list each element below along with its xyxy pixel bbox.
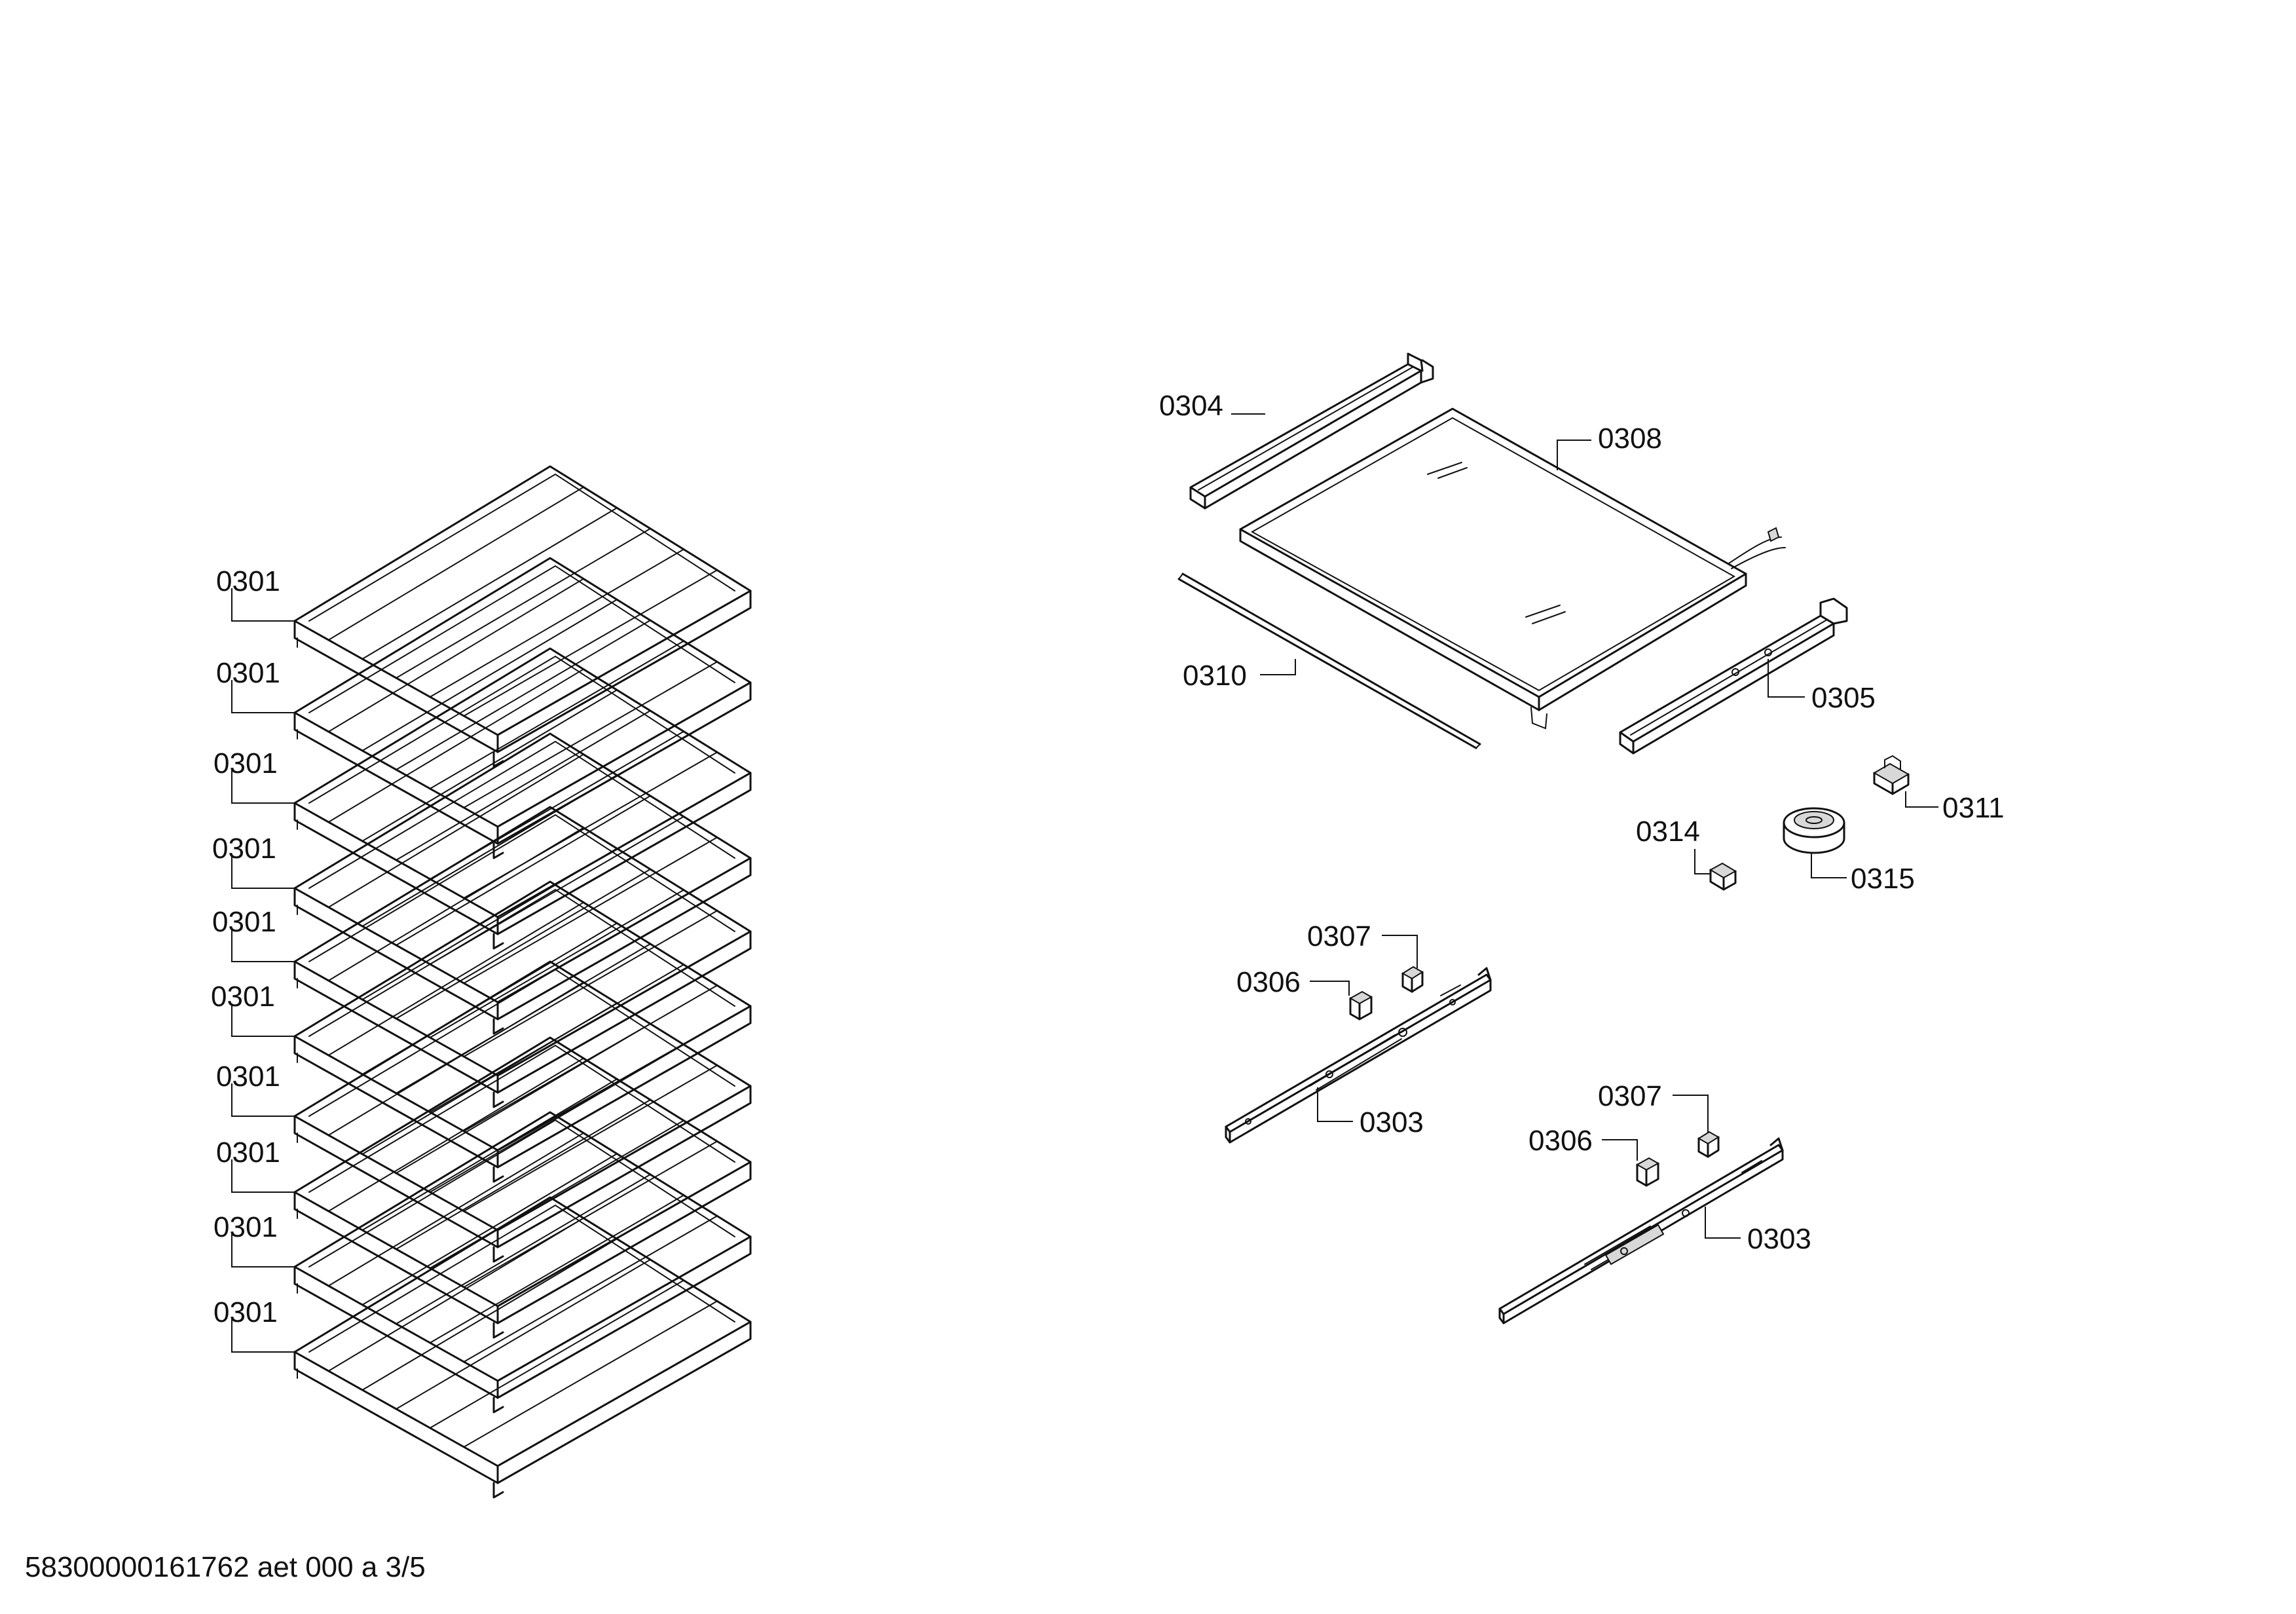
callout-0315: 0315 <box>1851 863 1915 895</box>
callout-0301-10: 0301 <box>213 1296 278 1328</box>
callout-0303-lower: 0303 <box>1747 1223 1811 1255</box>
shelf-6 <box>231 880 752 1183</box>
callout-0304: 0304 <box>1159 390 1223 422</box>
document-id-footer: 58300000161762 aet 000 a 3/5 <box>25 1551 426 1583</box>
shelf-9 <box>231 1111 752 1414</box>
glass-plate-part <box>1239 407 1786 730</box>
callout-0301-5: 0301 <box>212 906 276 938</box>
callout-0301-9: 0301 <box>213 1211 278 1243</box>
fan-part <box>1783 807 1847 878</box>
shelf-10 <box>231 1196 752 1499</box>
callout-0314: 0314 <box>1636 816 1700 848</box>
switch-part <box>1694 849 1737 891</box>
callout-0306-lower: 0306 <box>1528 1125 1593 1157</box>
callout-0301-8: 0301 <box>216 1136 280 1169</box>
callout-0307-lower: 0307 <box>1598 1080 1662 1112</box>
callout-labels: 0301 0301 0301 0301 0301 0301 0301 0301 … <box>211 390 2005 1328</box>
callout-0301-3: 0301 <box>213 747 278 779</box>
rod-part <box>1177 572 1481 749</box>
callout-0308: 0308 <box>1598 422 1662 455</box>
callout-0301-4: 0301 <box>212 833 276 865</box>
shelf-5 <box>231 806 752 1108</box>
shelf-2 <box>231 557 752 859</box>
shelf-stack <box>231 465 752 1499</box>
upper-rail-assembly <box>1225 935 1492 1144</box>
callout-0303-upper: 0303 <box>1360 1106 1424 1138</box>
callout-0301-1: 0301 <box>216 565 280 597</box>
callout-0310: 0310 <box>1183 660 1247 692</box>
side-bar-part <box>1619 597 1848 755</box>
callout-0305: 0305 <box>1811 682 1876 714</box>
callout-0311: 0311 <box>1942 792 2005 824</box>
callout-0307-upper: 0307 <box>1307 920 1371 952</box>
lower-rail-assembly <box>1498 1095 1784 1324</box>
connector-part <box>1873 755 1938 808</box>
top-bar-part <box>1189 352 1434 510</box>
shelf-1 <box>231 465 752 768</box>
shelf-8 <box>231 1036 752 1339</box>
callout-0301-7: 0301 <box>216 1060 280 1093</box>
callout-0301-2: 0301 <box>216 657 280 689</box>
callout-0306-upper: 0306 <box>1236 966 1301 998</box>
callout-0301-6: 0301 <box>211 981 275 1013</box>
